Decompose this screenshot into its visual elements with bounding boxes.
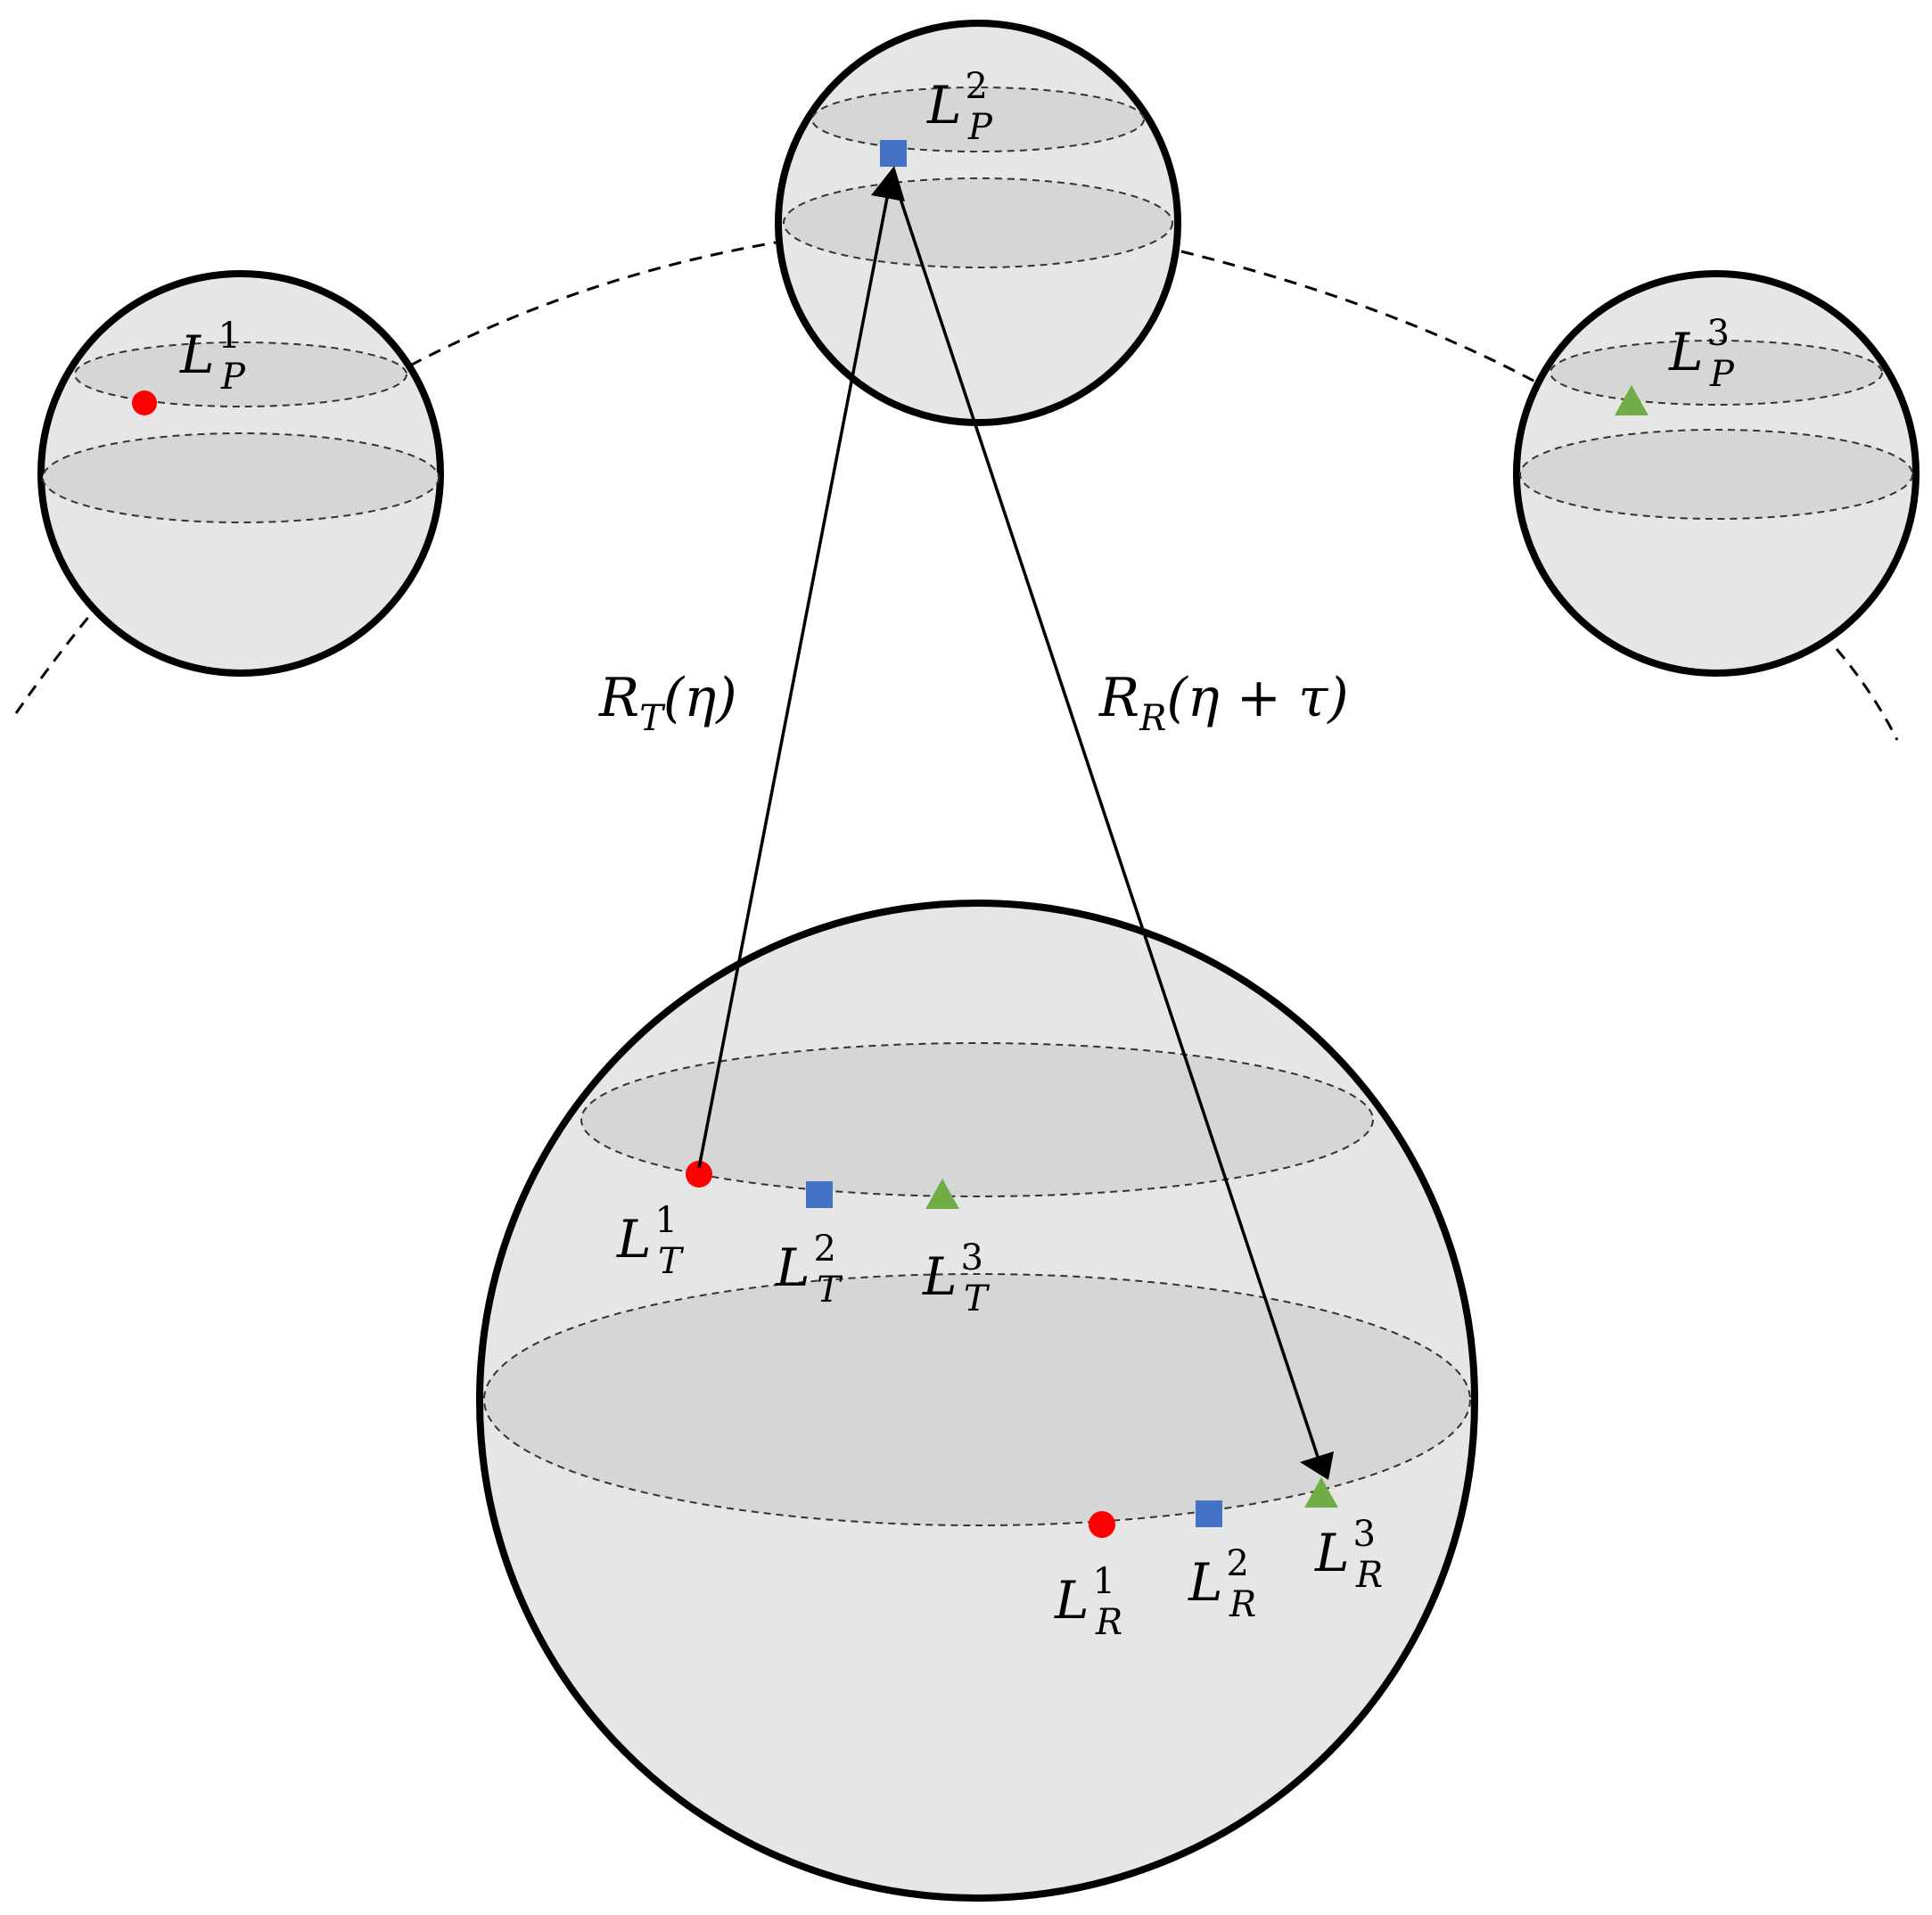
sphere-p2-equator-band (783, 177, 1173, 268)
marker-red-circle-t1 (686, 1161, 712, 1188)
sphere-main-upper-band (580, 1042, 1374, 1197)
sphere-p1-equator-band (42, 432, 440, 523)
sphere-main-equator-band (483, 1273, 1471, 1526)
arrow-receive (891, 174, 1321, 1463)
marker-red-circle-r1 (1089, 1511, 1115, 1538)
marker-green-triangle-r3 (1304, 1477, 1338, 1508)
marker-green-triangle-p3 (1615, 385, 1648, 415)
sphere-p2-upper-band (811, 86, 1145, 152)
sphere-p3-equator-band (1519, 429, 1913, 520)
sphere-p1-upper-band (74, 341, 407, 407)
orbit-arc-left-upper (409, 241, 777, 367)
label-rr-eta-tau: RR(η + τ) (1098, 667, 1349, 739)
label-rt-eta: RT(η) (598, 667, 737, 739)
marker-green-triangle-t3 (925, 1179, 959, 1209)
marker-blue-square-t2 (806, 1181, 833, 1208)
arrowhead-transmit (871, 166, 905, 201)
signal-arrows (697, 166, 1334, 1480)
arrow-transmit (697, 174, 895, 1169)
orbit-path (14, 241, 1899, 741)
marker-blue-square-p2 (880, 140, 907, 167)
orbit-arc-right-upper (1180, 250, 1548, 390)
marker-blue-square-r2 (1196, 1500, 1222, 1527)
orbit-arc-left (14, 610, 95, 714)
orbit-arc-right (1835, 648, 1899, 741)
marker-red-circle-p1 (132, 390, 157, 415)
arrowhead-receive (1300, 1451, 1334, 1480)
